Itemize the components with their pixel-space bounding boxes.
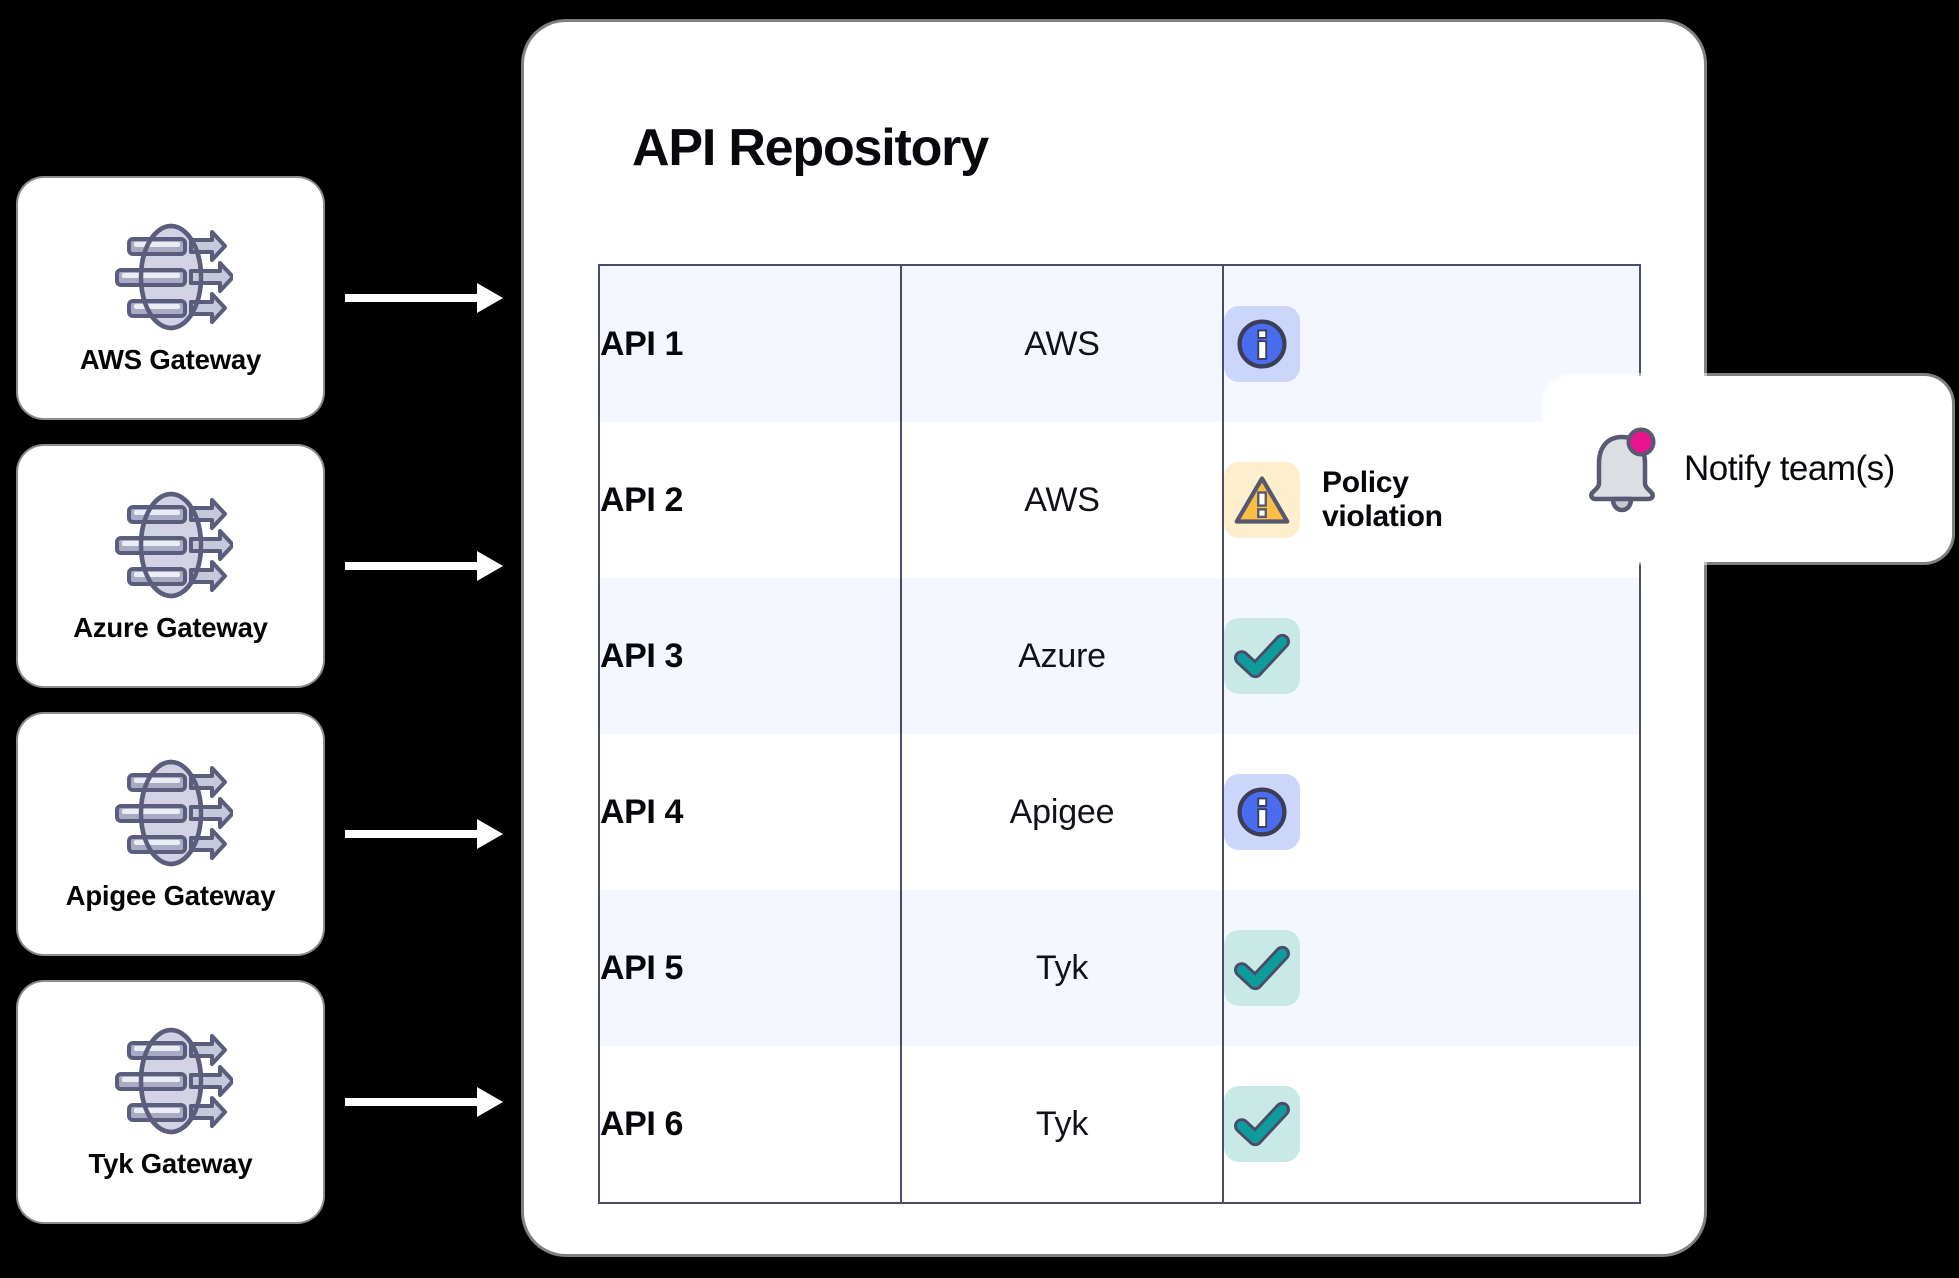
api-provider-cell: AWS xyxy=(900,265,1224,422)
api-gateway-icon xyxy=(109,1024,233,1148)
api-name-cell: API 5 xyxy=(598,890,902,1046)
gateway-card-aws[interactable]: AWS Gateway xyxy=(18,178,323,418)
api-name-cell: API 2 xyxy=(598,422,902,578)
api-provider-cell: Apigee xyxy=(900,734,1224,890)
gateway-card-label: AWS Gateway xyxy=(79,344,262,375)
bell-icon xyxy=(1582,425,1662,513)
api-name-cell: API 1 xyxy=(598,265,902,422)
check-icon xyxy=(1224,1086,1300,1162)
api-gateway-icon xyxy=(109,488,233,612)
check-icon xyxy=(1224,930,1300,1006)
warning-icon xyxy=(1224,462,1300,538)
api-provider-cell: Tyk xyxy=(900,1046,1224,1203)
status-badge: Policy violation xyxy=(1322,466,1443,533)
notify-teams-label: Notify team(s) xyxy=(1684,449,1895,488)
api-name-cell: API 4 xyxy=(598,734,902,890)
gateway-card-tyk[interactable]: Tyk Gateway xyxy=(18,982,323,1222)
api-status-cell xyxy=(1222,734,1641,890)
check-icon xyxy=(1224,618,1300,694)
gateway-card-azure[interactable]: Azure Gateway xyxy=(18,446,323,686)
page-title: API Repository xyxy=(632,119,989,177)
api-gateway-icon xyxy=(109,220,233,344)
arrow-right-icon xyxy=(345,281,505,315)
api-provider-cell: Tyk xyxy=(900,890,1224,1046)
gateway-card-label: Tyk Gateway xyxy=(88,1148,253,1179)
api-provider-cell: AWS xyxy=(900,422,1224,578)
gateway-card-apigee[interactable]: Apigee Gateway xyxy=(18,714,323,954)
api-name-cell: API 6 xyxy=(598,1046,902,1203)
api-provider-cell: Azure xyxy=(900,578,1224,734)
api-status-cell xyxy=(1222,1046,1641,1203)
arrow-right-icon xyxy=(345,1085,505,1119)
api-status-cell xyxy=(1222,890,1641,1046)
arrow-right-icon xyxy=(345,549,505,583)
api-name-cell: API 3 xyxy=(598,578,902,734)
info-icon xyxy=(1224,306,1300,382)
info-icon xyxy=(1224,774,1300,850)
arrow-right-icon xyxy=(345,817,505,851)
api-gateway-icon xyxy=(109,756,233,880)
gateway-card-label: Apigee Gateway xyxy=(65,880,276,911)
api-status-cell xyxy=(1222,578,1641,734)
notify-teams-card[interactable]: Notify team(s) xyxy=(1544,376,1952,562)
gateway-card-label: Azure Gateway xyxy=(73,612,268,643)
